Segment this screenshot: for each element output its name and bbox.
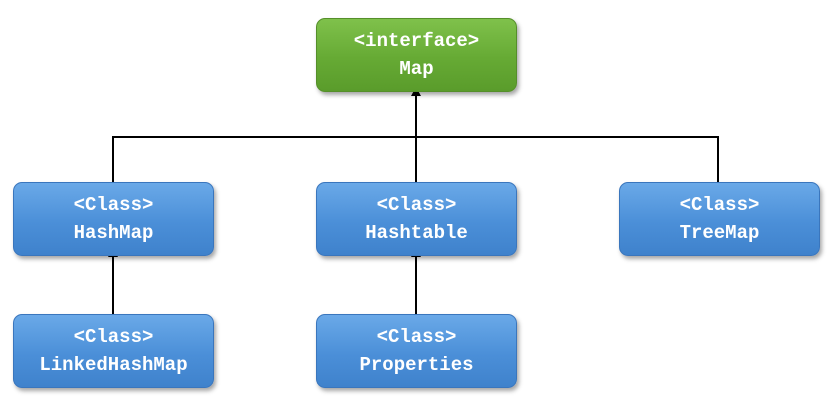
map-interface-node: <interface> Map (316, 18, 517, 92)
node-stereotype: <Class> (73, 326, 154, 348)
hashtable-class-node: <Class> Hashtable (316, 182, 517, 256)
node-stereotype: <interface> (353, 30, 480, 52)
node-name: HashMap (73, 222, 154, 244)
hashmap-class-node: <Class> HashMap (13, 182, 214, 256)
node-name: LinkedHashMap (39, 354, 188, 376)
node-stereotype: <Class> (376, 326, 457, 348)
node-name: Properties (359, 354, 474, 376)
node-name: Hashtable (365, 222, 468, 244)
connector-treemap-to-map (416, 136, 719, 182)
linkedhashmap-class-node: <Class> LinkedHashMap (13, 314, 214, 388)
node-name: TreeMap (679, 222, 760, 244)
connector-hashmap-to-map (112, 136, 416, 182)
node-name: Map (399, 58, 434, 80)
node-stereotype: <Class> (679, 194, 760, 216)
properties-class-node: <Class> Properties (316, 314, 517, 388)
node-stereotype: <Class> (73, 194, 154, 216)
treemap-class-node: <Class> TreeMap (619, 182, 820, 256)
node-stereotype: <Class> (376, 194, 457, 216)
